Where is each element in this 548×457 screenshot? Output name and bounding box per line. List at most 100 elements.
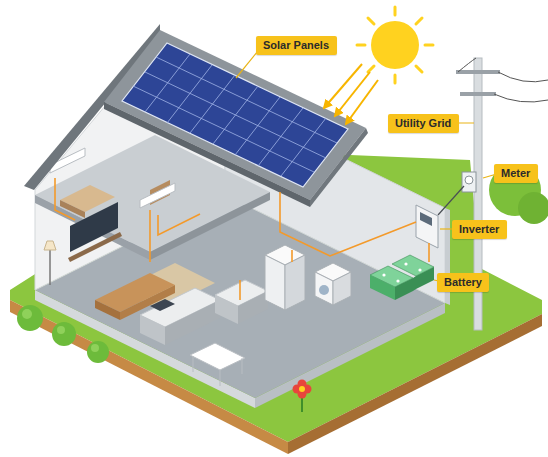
house-furniture <box>95 300 120 320</box>
power-wiring <box>428 243 430 262</box>
garden-plants <box>52 322 76 346</box>
meter-box <box>465 176 473 184</box>
house-furniture <box>220 370 221 386</box>
house-furniture <box>60 200 85 218</box>
solar-panel-array <box>145 72 326 158</box>
solar-panel-array <box>145 54 190 112</box>
ground-island <box>518 192 548 224</box>
label-text: Battery <box>444 276 482 289</box>
meter-box <box>462 172 476 192</box>
power-pole <box>456 70 500 74</box>
solar-panel-array <box>122 43 348 187</box>
label-text: Meter <box>501 167 530 180</box>
inverter-unit <box>420 212 432 226</box>
label-text: Inverter <box>459 223 499 236</box>
power-pole <box>494 94 548 102</box>
house-furniture <box>193 356 194 372</box>
callout-label: Utility Grid <box>388 114 459 133</box>
house-furniture <box>315 272 333 305</box>
battery-bank <box>396 279 399 282</box>
sun <box>371 21 419 69</box>
garden-plants <box>87 341 109 363</box>
house-furniture <box>150 299 175 311</box>
house-furniture <box>285 255 305 310</box>
sun <box>425 44 433 47</box>
battery-bank <box>418 268 421 271</box>
callout-label: Battery <box>437 273 489 292</box>
solar-panel-array <box>133 54 337 176</box>
battery-bank <box>370 255 434 300</box>
power-pole <box>460 92 496 96</box>
label-text: Solar Panels <box>263 39 329 52</box>
solar-panel-array <box>258 108 303 166</box>
house-furniture <box>49 250 51 285</box>
sun <box>416 18 422 24</box>
power-pole <box>458 58 476 72</box>
power-pole <box>498 72 548 82</box>
sun <box>357 7 433 83</box>
sun <box>394 75 397 83</box>
house-furniture <box>238 291 268 324</box>
inverter-unit <box>416 205 438 248</box>
sun <box>368 66 374 72</box>
sun <box>357 44 365 47</box>
sun-rays <box>346 80 378 124</box>
house-furniture <box>319 285 329 295</box>
house-furniture <box>44 241 56 250</box>
house-structure <box>150 192 270 260</box>
garden-plants <box>17 305 312 412</box>
meter-box <box>462 172 476 192</box>
battery-bank <box>404 262 407 265</box>
leader-lines <box>236 46 500 282</box>
house-furniture <box>333 272 351 305</box>
sun <box>368 18 374 24</box>
garden-plants <box>17 305 43 331</box>
battery-bank <box>413 267 434 291</box>
roof <box>104 30 366 200</box>
solar-panel-array <box>213 86 258 144</box>
house-furniture <box>215 295 238 324</box>
sun-rays <box>335 72 370 116</box>
house-furniture <box>140 183 175 208</box>
solar-panel-array <box>167 65 212 123</box>
garden-plants <box>91 344 99 352</box>
inverter-unit <box>416 205 438 248</box>
solar-panel-array <box>133 86 314 172</box>
label-text: Utility Grid <box>395 117 451 130</box>
house-furniture <box>140 315 165 345</box>
power-wiring <box>149 210 151 262</box>
solar-panel-array <box>156 57 337 143</box>
power-wiring <box>55 178 429 300</box>
house-furniture <box>165 300 220 345</box>
garden-plants <box>299 386 305 392</box>
sun-rays <box>324 64 378 124</box>
house-structure <box>35 40 450 408</box>
battery-bank <box>395 278 413 300</box>
callout-label: Inverter <box>452 220 507 239</box>
garden-plants <box>57 326 65 334</box>
callout-label: Meter <box>494 164 538 183</box>
garden-plants <box>22 309 32 319</box>
sun <box>416 66 422 72</box>
power-wiring <box>55 178 75 220</box>
solar-panel-array <box>122 43 348 187</box>
power-wiring <box>291 250 293 262</box>
roof <box>24 24 368 207</box>
sun <box>357 7 433 83</box>
solar-panel-array <box>281 118 326 176</box>
sun <box>394 7 397 15</box>
house-furniture <box>68 232 122 262</box>
battery-bank <box>382 273 385 276</box>
house-furniture <box>242 358 243 374</box>
power-wiring <box>280 192 416 256</box>
power-wiring <box>158 214 200 235</box>
house-furniture <box>265 255 285 310</box>
power-wiring <box>239 280 241 300</box>
service-wire <box>438 186 464 215</box>
sun-rays <box>324 64 362 108</box>
battery-bank <box>370 275 395 300</box>
house-furniture <box>190 343 245 370</box>
house-furniture <box>70 202 118 252</box>
